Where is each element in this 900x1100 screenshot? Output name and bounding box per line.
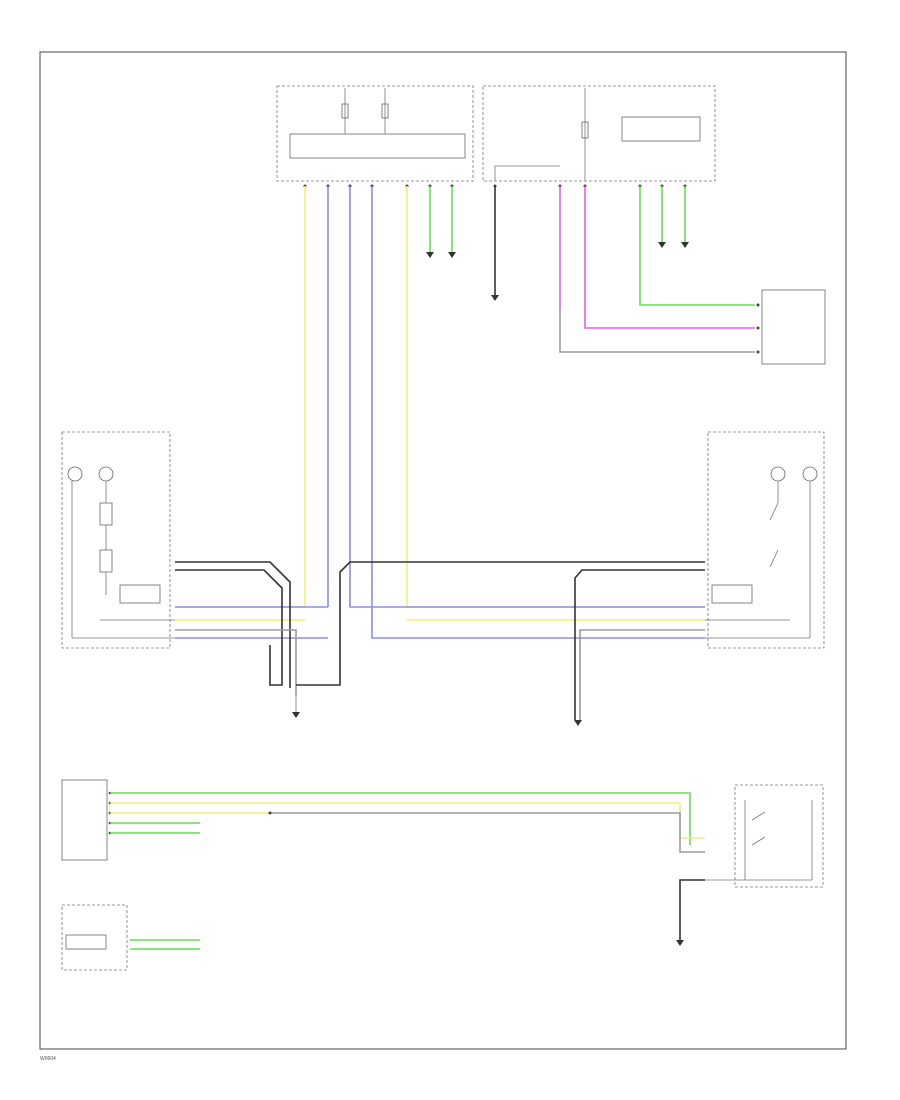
headlamp-control-switch-box (289, 133, 466, 159)
wire-black-switch-ground (679, 879, 705, 940)
wire-violet-3 (371, 186, 705, 639)
wire-black-mid (296, 561, 705, 686)
light-switch-contacts (705, 800, 813, 881)
fuse-pair-left (341, 88, 389, 134)
fuse-right (494, 88, 589, 181)
diagram-code: W0604 (40, 1056, 56, 1062)
wire-black-right-1 (574, 569, 705, 720)
splice-dot (268, 811, 272, 815)
wire-gray-sensor (559, 310, 755, 353)
diagram-frame (39, 51, 847, 1050)
headlamp-leveling-module-box (621, 116, 701, 142)
wire-gray-left (175, 629, 297, 695)
wire-black-left-2 (175, 569, 283, 686)
instrument-indicator-box (65, 934, 107, 950)
wire-gray-right (579, 629, 705, 720)
ground-symbol-lamps (292, 695, 582, 726)
right-headlamp-unit-box (707, 431, 825, 649)
wire-black-left-1 (175, 561, 291, 688)
headlamp-control-module-box (276, 85, 474, 182)
wire-yellow-1 (175, 186, 306, 608)
light-switch-unit-box (734, 784, 824, 888)
ground-symbol-switch (676, 940, 684, 946)
instrument-unit-box (61, 904, 128, 971)
ground-symbol-top (426, 242, 689, 301)
wire-green-bcm-1 (110, 792, 691, 845)
body-control-module-box (61, 779, 108, 861)
leveling-sensor-box (761, 289, 826, 365)
wire-violet-2 (349, 186, 705, 608)
fuse-relay-block-box (482, 85, 716, 182)
left-headlamp-bulbs (67, 466, 175, 639)
wire-gray-bcm (270, 812, 705, 853)
sensor-pins (756, 303, 760, 354)
right-headlamp-bulbs (705, 466, 818, 639)
wire-magenta (584, 186, 755, 329)
wire-green-3 (639, 186, 755, 306)
left-headlamp-unit-box (61, 431, 171, 649)
